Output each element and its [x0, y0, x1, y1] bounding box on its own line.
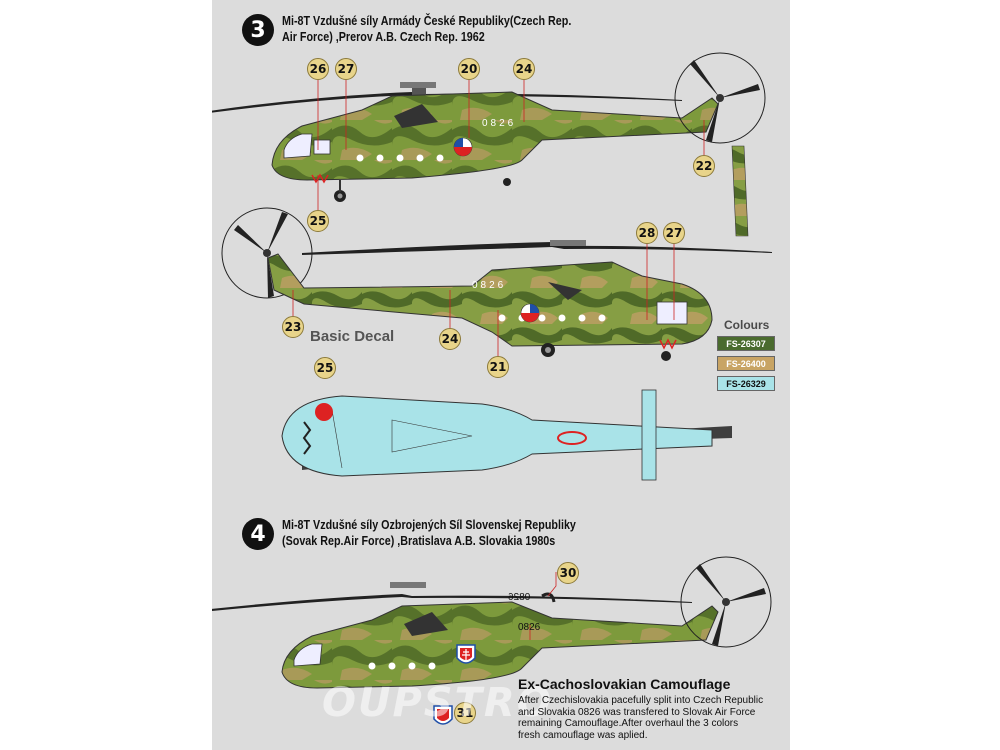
basic-decal-label: Basic Decal	[310, 328, 395, 345]
decal-callout: 23	[282, 316, 304, 338]
serial-number: 0826	[472, 280, 507, 291]
ex-text-line: fresh camouflage was aplied.	[518, 729, 648, 741]
scheme-4-title-line-1: Mi-8T Vzdušné síly Ozbrojených Síl Slove…	[282, 518, 576, 532]
side-view-2	[221, 207, 772, 361]
swatch-code: FS-26307	[726, 338, 766, 349]
side-view-3	[212, 556, 772, 725]
decal-callout: 20	[458, 58, 480, 80]
serial-number: 0826	[482, 118, 517, 129]
colour-swatch-fs-26329: FS-26329	[717, 376, 775, 391]
ex-text-line: and Slovakia 0826 was transfered to Slov…	[518, 706, 756, 718]
decal-callout: 25	[314, 357, 336, 379]
top-view	[281, 389, 732, 481]
scheme-3-title-line-1: Mi-8T Vzdušné síly Armády České Republik…	[282, 14, 572, 28]
ex-camouflage-text: After Czechislovakia pacefully split int…	[518, 695, 788, 741]
decal-callout: 30	[557, 562, 579, 584]
swatch-code: FS-26329	[726, 378, 766, 389]
decal-callout: 22	[693, 155, 715, 177]
watermark: OUPSTRO	[322, 680, 553, 726]
decal-callout: 28	[636, 222, 658, 244]
scheme-number-3: 3	[242, 14, 274, 46]
decal-callout: 27	[335, 58, 357, 80]
decal-callout: 25	[307, 210, 329, 232]
decal-callout: 24	[513, 58, 535, 80]
swatch-code: FS-26400	[726, 358, 766, 369]
decal-callout: 24	[439, 328, 461, 350]
colour-swatch-fs-26307: FS-26307	[717, 336, 775, 351]
decal-callout: 31	[454, 702, 476, 724]
serial-number-mirrored: 0826	[508, 592, 531, 603]
ex-text-line: remaining Camouflage.After overhaul the …	[518, 718, 739, 729]
scheme-number-4: 4	[242, 518, 274, 550]
helicopter-artwork	[212, 52, 772, 725]
decal-callout: 26	[307, 58, 329, 80]
colour-swatch-fs-26400: FS-26400	[717, 356, 775, 371]
decal-callout: 21	[487, 356, 509, 378]
decal-sheet: 3 Mi-8T Vzdušné síly Armády České Republ…	[212, 0, 790, 750]
ex-camouflage-title: Ex-Cachoslovakian Camouflage	[518, 676, 731, 692]
scheme-4-title-line-2: (Sovak Rep.Air Force) ,Bratislava A.B. S…	[282, 534, 556, 548]
ex-text-line: After Czechislovakia pacefully split int…	[518, 695, 764, 706]
colours-title: Colours	[724, 318, 770, 332]
scheme-3-title-line-2: Air Force) ,Prerov A.B. Czech Rep. 1962	[282, 30, 485, 44]
side-view-1	[212, 52, 766, 237]
serial-number: 0826	[518, 622, 541, 633]
decal-callout: 27	[663, 222, 685, 244]
